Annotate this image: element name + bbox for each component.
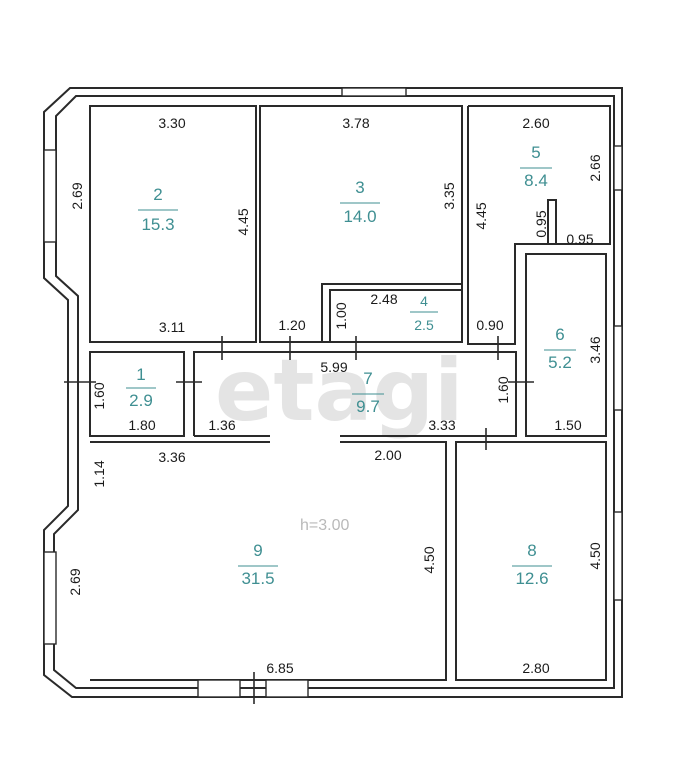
window-room-5 (613, 145, 623, 191)
dimension-labels: 3.30 3.78 2.60 3.11 1.20 2.48 0.90 0.95 … (128, 115, 593, 676)
room-6-area: 5.2 (548, 353, 572, 372)
room-9-area: 31.5 (241, 569, 274, 588)
room-3-area: 14.0 (343, 207, 376, 226)
room-8-area: 12.6 (515, 569, 548, 588)
room-2-number: 2 (153, 185, 162, 204)
window-room-8 (613, 511, 623, 601)
window-room-9-bottom-b (265, 679, 309, 698)
window-room-3 (341, 87, 407, 97)
room-6-number: 6 (555, 325, 564, 344)
room-7-outline (193, 351, 517, 437)
dim-r1-bottom: 1.80 (128, 417, 155, 433)
window-room-2 (43, 149, 57, 243)
ceiling-height: h=3.00 (300, 517, 349, 534)
room-labels: 2 15.3 3 14.0 5 8.4 4 2.5 6 5.2 1 2.9 7 … (126, 143, 576, 588)
dim-r2-right: 4.45 (235, 208, 251, 235)
dim-r8-bottom: 2.80 (522, 660, 549, 676)
room-9-outline (90, 441, 447, 681)
room-1-outline (89, 351, 185, 437)
room-5-number: 5 (531, 143, 540, 162)
room-4-outline (329, 289, 463, 343)
room-1-number: 1 (136, 365, 145, 384)
room-2-outline (89, 105, 257, 343)
interior-walls (89, 105, 611, 681)
dim-r7-bottom: 3.33 (428, 417, 455, 433)
dim-r7-top: 5.99 (320, 359, 347, 375)
dim-r8-right: 4.50 (587, 542, 603, 569)
dim-r9-right: 4.50 (421, 546, 437, 573)
room-7-area: 9.7 (356, 397, 380, 416)
dim-r4-top: 2.48 (370, 291, 397, 307)
dim-r9-left-top: 1.14 (91, 460, 107, 487)
window-room-9-left (43, 551, 57, 645)
room-9-number: 9 (253, 541, 262, 560)
dim-r2-left: 2.69 (69, 182, 85, 209)
dim-r5-right: 2.66 (587, 154, 603, 181)
room-3-number: 3 (355, 178, 364, 197)
room-4-area: 2.5 (414, 317, 434, 333)
watermark-text: etagi (215, 341, 464, 441)
room-7-number: 7 (363, 369, 372, 388)
dim-r7-left: 1.36 (208, 417, 235, 433)
window-room-6 (613, 325, 623, 411)
dim-r3-top: 3.78 (342, 115, 369, 131)
dim-r4-left: 1.00 (333, 302, 349, 329)
dim-r5-niche-h: 0.95 (566, 231, 593, 247)
dim-r5-top: 2.60 (522, 115, 549, 131)
dim-r9-bottom: 6.85 (266, 660, 293, 676)
room-4-number: 4 (420, 293, 428, 309)
window-room-9-bottom-a (197, 679, 241, 698)
dim-r2-bottom: 3.11 (159, 319, 185, 335)
dim-r5-left: 4.45 (473, 202, 489, 229)
dim-r1-left: 1.60 (91, 382, 107, 409)
dim-r9-top: 3.36 (158, 449, 185, 465)
door-marks (64, 336, 534, 704)
room-5-niche (547, 199, 557, 245)
dim-r9-door: 2.00 (374, 447, 401, 463)
room-5-outline (467, 105, 611, 345)
dim-r6-right: 3.46 (587, 336, 603, 363)
dim-corridor-gap: 0.90 (476, 317, 503, 333)
room-8-outline (455, 441, 607, 681)
room-5-area: 8.4 (524, 171, 548, 190)
room-8-number: 8 (527, 541, 536, 560)
room-1-area: 2.9 (129, 391, 153, 410)
dim-r3-right: 3.35 (441, 182, 457, 209)
dim-r3-bottom: 1.20 (278, 317, 305, 333)
room-2-area: 15.3 (141, 215, 174, 234)
dim-r5-niche-v: 0.95 (533, 210, 549, 237)
dim-r9-left: 2.69 (67, 568, 83, 595)
dim-r6-bottom: 1.50 (554, 417, 581, 433)
windows (43, 87, 623, 698)
dim-r7-right: 1.60 (495, 376, 511, 403)
dim-r2-top: 3.30 (158, 115, 185, 131)
dimension-labels-vertical: 2.69 4.45 3.35 4.45 2.66 0.95 1.00 3.46 … (67, 154, 603, 595)
room-6-outline (525, 253, 607, 437)
